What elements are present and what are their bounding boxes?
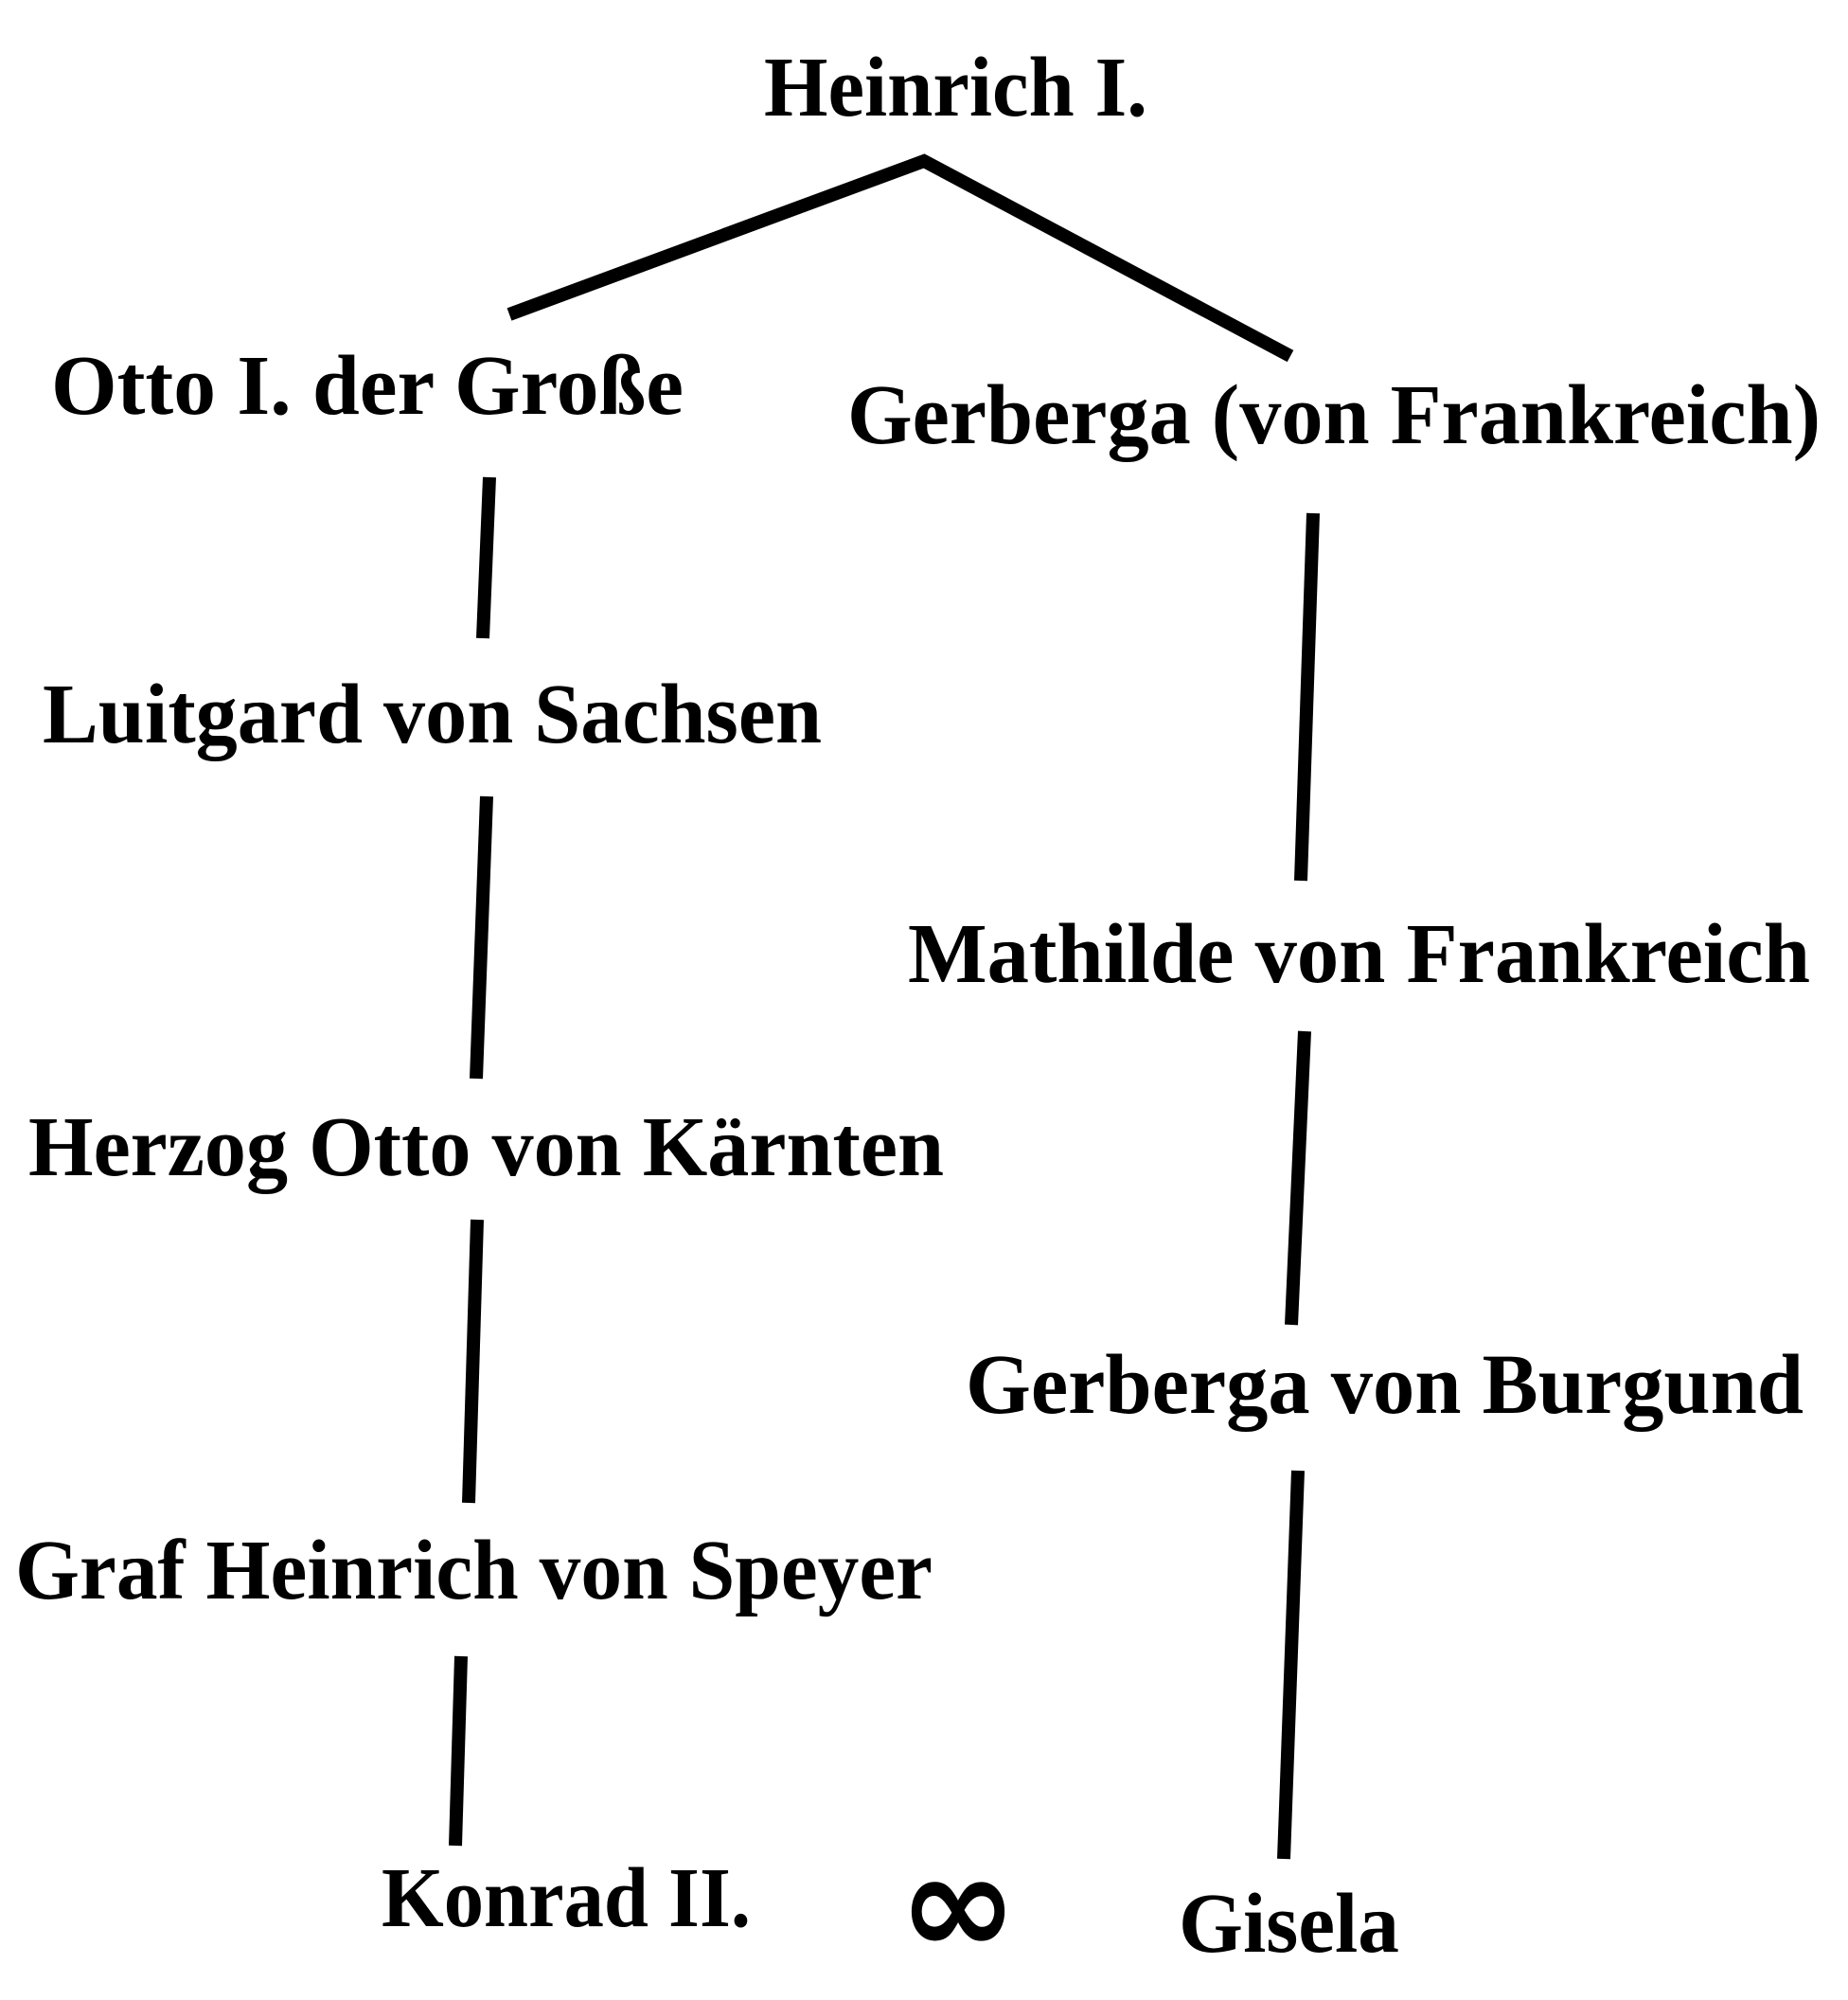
person-herzog-otto: Herzog Otto von Kärnten — [28, 1100, 944, 1194]
person-heinrich-i: Heinrich I. — [764, 41, 1147, 134]
right-descent-line-3 — [1277, 1470, 1305, 1860]
right-descent-line-2 — [1285, 1030, 1311, 1326]
left-descent-line-4 — [449, 1655, 468, 1847]
marriage-infinity-icon: ∞ — [898, 1823, 1018, 1988]
person-otto-i: Otto I. der Große — [51, 339, 684, 433]
left-descent-line-3 — [462, 1219, 484, 1504]
left-descent-line-1 — [476, 476, 496, 639]
right-descent-line-1 — [1294, 512, 1320, 882]
left-descent-line-2 — [470, 795, 493, 1080]
person-gerberga-frankreich: Gerberga (von Frankreich) — [847, 368, 1821, 462]
person-konrad-ii: Konrad II. — [382, 1851, 751, 1945]
person-mathilde: Mathilde von Frankreich — [908, 907, 1810, 1001]
person-gisela: Gisela — [1179, 1877, 1399, 1971]
person-luitgard: Luitgard von Sachsen — [43, 668, 822, 761]
person-graf-heinrich: Graf Heinrich von Speyer — [15, 1524, 933, 1617]
person-gerberga-burgund: Gerberga von Burgund — [966, 1338, 1804, 1432]
root-branch-line — [506, 153, 1294, 363]
